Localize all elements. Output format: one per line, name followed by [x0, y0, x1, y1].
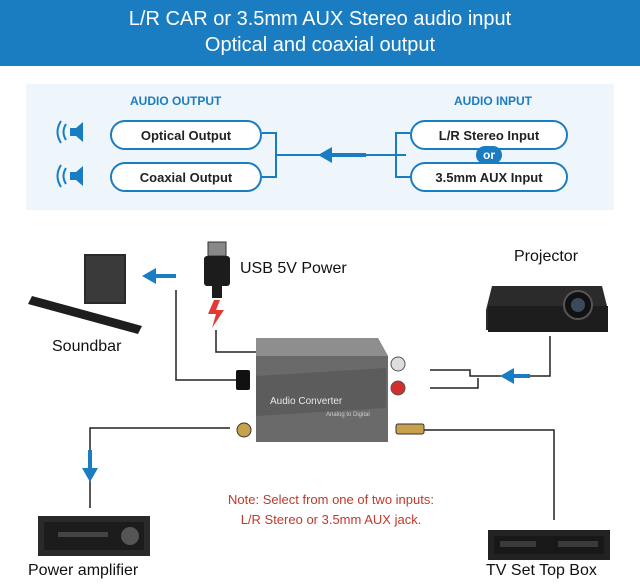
projector-arrow-icon [500, 368, 514, 384]
device-name: Audio Converter [270, 396, 343, 407]
amplifier-arrow-icon [82, 468, 98, 482]
or-badge: or [476, 146, 502, 164]
note-line-1: Note: Select from one of two inputs: [228, 492, 434, 507]
tv-set-top-box-icon [488, 530, 610, 560]
flow-arrow-icon [318, 147, 332, 163]
speaker-icon [56, 120, 83, 144]
lr-stereo-input-pill: L/R Stereo Input [410, 120, 568, 150]
audio-converter-device: Audio Converter Analog to Digital [236, 338, 425, 442]
banner-line-2: Optical and coaxial output [204, 34, 436, 56]
tv-set-top-box-label: TV Set Top Box [486, 562, 597, 579]
coaxial-output-pill: Coaxial Output [110, 162, 262, 192]
optical-port [236, 370, 250, 390]
soundbar-icon [28, 254, 142, 334]
coaxial-port [236, 422, 252, 438]
speaker-icon [56, 164, 83, 188]
banner-line-1: L/R CAR or 3.5mm AUX Stereo audio input [128, 8, 512, 30]
usb-power-label: USB 5V Power [240, 260, 347, 277]
input-selection-note: Note: Select from one of two inputs: L/R… [196, 490, 466, 530]
audio-output-heading: AUDIO OUTPUT [130, 94, 222, 108]
title-banner: L/R CAR or 3.5mm AUX Stereo audio input … [0, 0, 640, 66]
note-line-2: L/R Stereo or 3.5mm AUX jack. [240, 512, 422, 527]
soundbar-label: Soundbar [52, 338, 122, 355]
projector-icon [486, 286, 608, 332]
rca-red-port [390, 380, 406, 396]
usb-plug-icon [204, 241, 230, 328]
audio-input-heading: AUDIO INPUT [454, 94, 532, 108]
projector-label: Projector [514, 248, 579, 265]
signal-flow-panel: AUDIO OUTPUT AUDIO INPUT Optical Output … [26, 84, 614, 210]
optical-output-pill: Optical Output [110, 120, 262, 150]
device-subtitle: Analog to Digital [326, 412, 370, 418]
soundbar-arrow-head-icon [142, 268, 156, 284]
power-amplifier-label: Power amplifier [28, 562, 139, 579]
panel-connectors [56, 120, 410, 188]
rca-white-port [390, 356, 406, 372]
power-amplifier-icon [38, 516, 150, 556]
aux-port [395, 423, 425, 435]
